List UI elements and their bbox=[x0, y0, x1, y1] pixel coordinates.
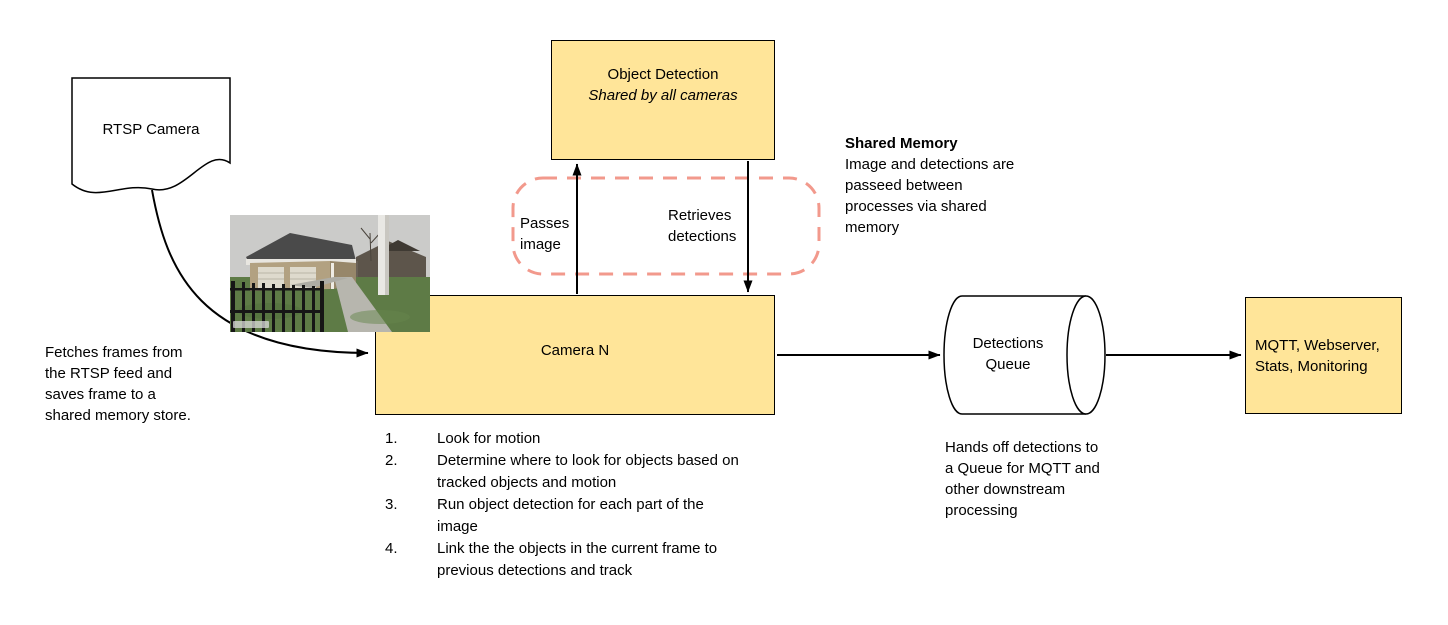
shared-memory-dashed-frame bbox=[511, 176, 821, 276]
step-text: Look for motion bbox=[437, 430, 541, 447]
detections-queue-label: Detections Queue bbox=[972, 335, 1044, 373]
snapshot-porch-post bbox=[378, 215, 389, 295]
fetches-frames-note: Fetches frames from the RTSP feed and sa… bbox=[45, 344, 191, 424]
object-detection-node: Object Detection Shared by all cameras bbox=[551, 40, 775, 160]
snapshot-watermark bbox=[233, 321, 269, 328]
camera-steps-list: 1. Look for motion 2. Determine where to… bbox=[385, 428, 785, 582]
step-item-2: 2. Determine where to look for objects b… bbox=[385, 450, 785, 494]
object-detection-title: Object Detection bbox=[607, 66, 719, 83]
detections-queue-shape bbox=[943, 295, 1106, 415]
step-number: 2. bbox=[385, 452, 398, 469]
step-text: Link the the objects in the current fram… bbox=[437, 540, 718, 579]
step-number: 3. bbox=[385, 496, 398, 513]
output-node-label: MQTT, Webserver, Stats, Monitoring bbox=[1255, 336, 1380, 375]
snapshot-house bbox=[246, 233, 356, 291]
camera-snapshot bbox=[230, 215, 430, 332]
output-node: MQTT, Webserver, Stats, Monitoring bbox=[1245, 297, 1402, 414]
rtsp-camera-label: RTSP Camera bbox=[102, 121, 200, 138]
object-detection-subtitle: Shared by all cameras bbox=[588, 87, 738, 104]
rtsp-to-camera-arrow bbox=[151, 189, 369, 358]
step-item-1: 1. Look for motion bbox=[385, 428, 785, 450]
step-text: Run object detection for each part of th… bbox=[437, 496, 704, 535]
camera-n-node: Camera N bbox=[375, 295, 775, 415]
shared-memory-note-body: Image and detections are passeed between… bbox=[845, 156, 1015, 236]
step-item-4: 4. Link the the objects in the current f… bbox=[385, 538, 785, 582]
shared-memory-note: Shared Memory Image and detections are p… bbox=[845, 133, 1035, 238]
step-item-3: 3. Run object detection for each part of… bbox=[385, 494, 785, 538]
step-text: Determine where to look for objects base… bbox=[437, 452, 739, 491]
step-number: 1. bbox=[385, 430, 398, 447]
passes-image-label: Passes image bbox=[520, 215, 570, 253]
camera-n-label: Camera N bbox=[540, 341, 610, 359]
shared-memory-note-title: Shared Memory bbox=[845, 135, 958, 152]
retrieves-detections-label: Retrieves detections bbox=[668, 207, 737, 245]
snapshot-iron-fence bbox=[230, 281, 324, 332]
hands-off-note: Hands off detections to a Queue for MQTT… bbox=[945, 439, 1100, 519]
step-number: 4. bbox=[385, 540, 398, 557]
rtsp-camera-shape bbox=[71, 77, 231, 194]
